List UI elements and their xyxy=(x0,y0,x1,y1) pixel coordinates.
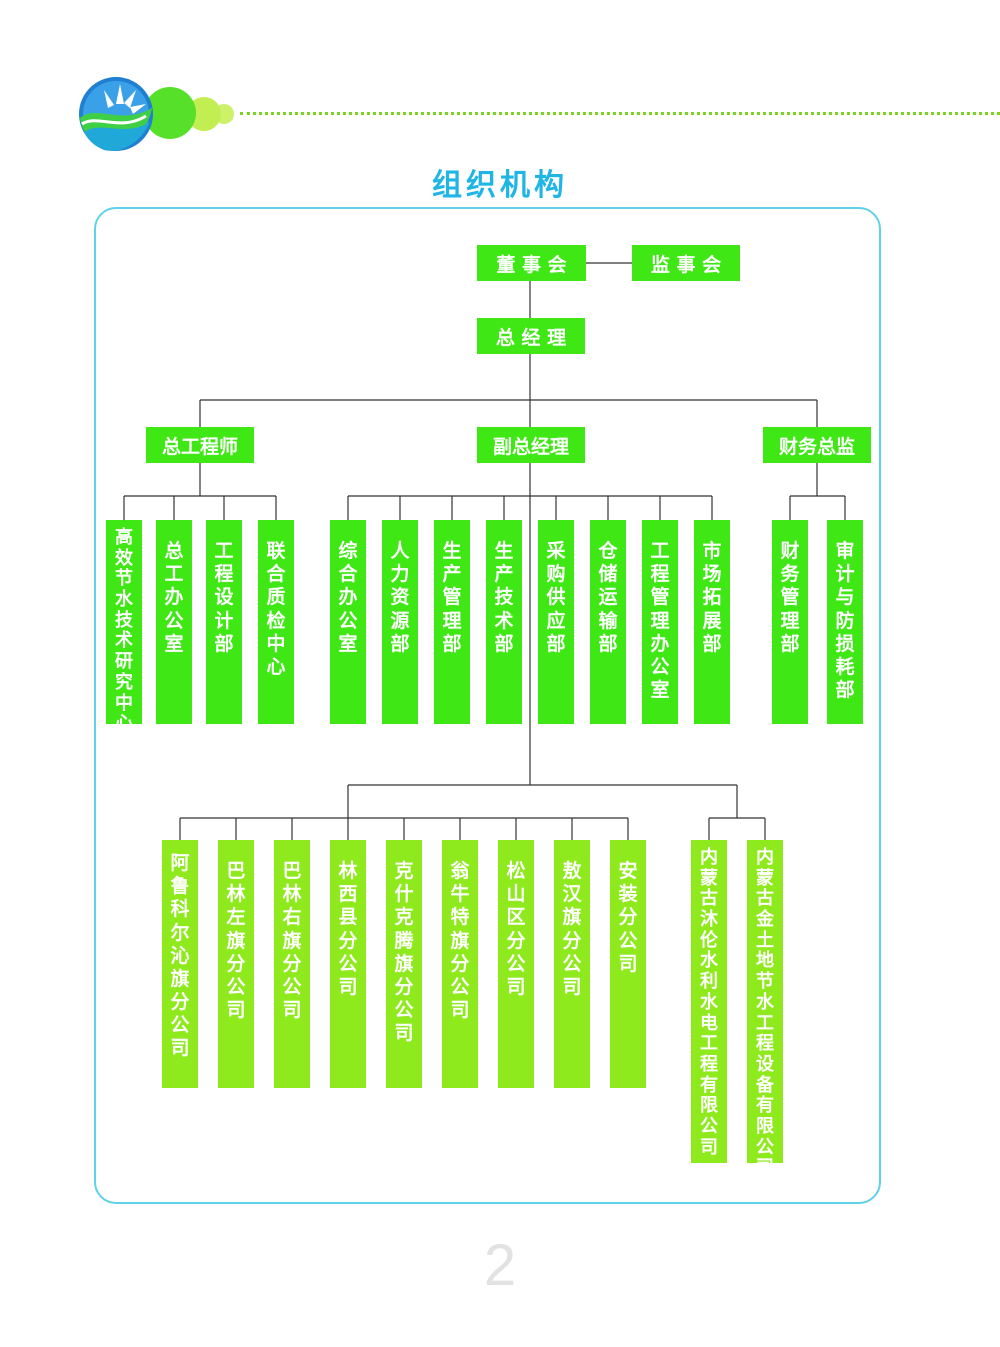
branch-box: 安装分公司 xyxy=(610,840,646,1088)
header-dotted-line xyxy=(240,112,1000,115)
branch-box: 松山区分公司 xyxy=(498,840,534,1088)
dept-box-finance: 财务管理部 xyxy=(772,520,808,724)
subsidiary-box: 内蒙古沐伦水利水电工程有限公司 xyxy=(691,840,727,1163)
dept-box-deputy: 市场拓展部 xyxy=(694,520,730,724)
branch-box: 翁牛特旗分公司 xyxy=(442,840,478,1088)
page-number: 2 xyxy=(483,1233,517,1298)
dept-box-deputy: 仓储运输部 xyxy=(590,520,626,724)
company-logo-icon xyxy=(79,77,234,151)
branch-box: 克什克腾旗分公司 xyxy=(386,840,422,1088)
box-deputy-gm: 副总经理 xyxy=(477,427,585,463)
dept-box-deputy: 人力资源部 xyxy=(382,520,418,724)
dept-box-chief-engineer: 高效节水技术研究中心 xyxy=(106,520,142,734)
branch-box: 敖汉旗分公司 xyxy=(554,840,590,1088)
dept-box-deputy: 生产管理部 xyxy=(434,520,470,724)
branch-box: 巴林右旗分公司 xyxy=(274,840,310,1088)
chart-frame xyxy=(94,207,881,1204)
box-finance-director: 财务总监 xyxy=(763,427,871,463)
branch-box: 林西县分公司 xyxy=(330,840,366,1088)
box-board: 董 事 会 xyxy=(477,245,586,281)
box-chief-engineer: 总工程师 xyxy=(146,427,254,463)
dept-box-deputy: 生产技术部 xyxy=(486,520,522,724)
box-general-manager: 总 经 理 xyxy=(477,318,585,354)
page-title: 组织机构 xyxy=(432,168,568,203)
dept-box-finance: 审计与防损耗部 xyxy=(827,520,863,724)
dept-box-deputy: 综合办公室 xyxy=(330,520,366,724)
dept-box-chief-engineer: 联合质检中心 xyxy=(258,520,294,724)
box-supervisors: 监 事 会 xyxy=(632,245,740,281)
branch-box: 巴林左旗分公司 xyxy=(218,840,254,1088)
subsidiary-box: 内蒙古金土地节水工程设备有限公司 xyxy=(747,840,783,1178)
dept-box-deputy: 采购供应部 xyxy=(538,520,574,724)
dept-box-chief-engineer: 工程设计部 xyxy=(206,520,242,724)
dept-box-chief-engineer: 总工办公室 xyxy=(156,520,192,724)
dept-box-deputy: 工程管理办公室 xyxy=(642,520,678,724)
branch-box: 阿鲁科尔沁旗分公司 xyxy=(162,840,198,1088)
